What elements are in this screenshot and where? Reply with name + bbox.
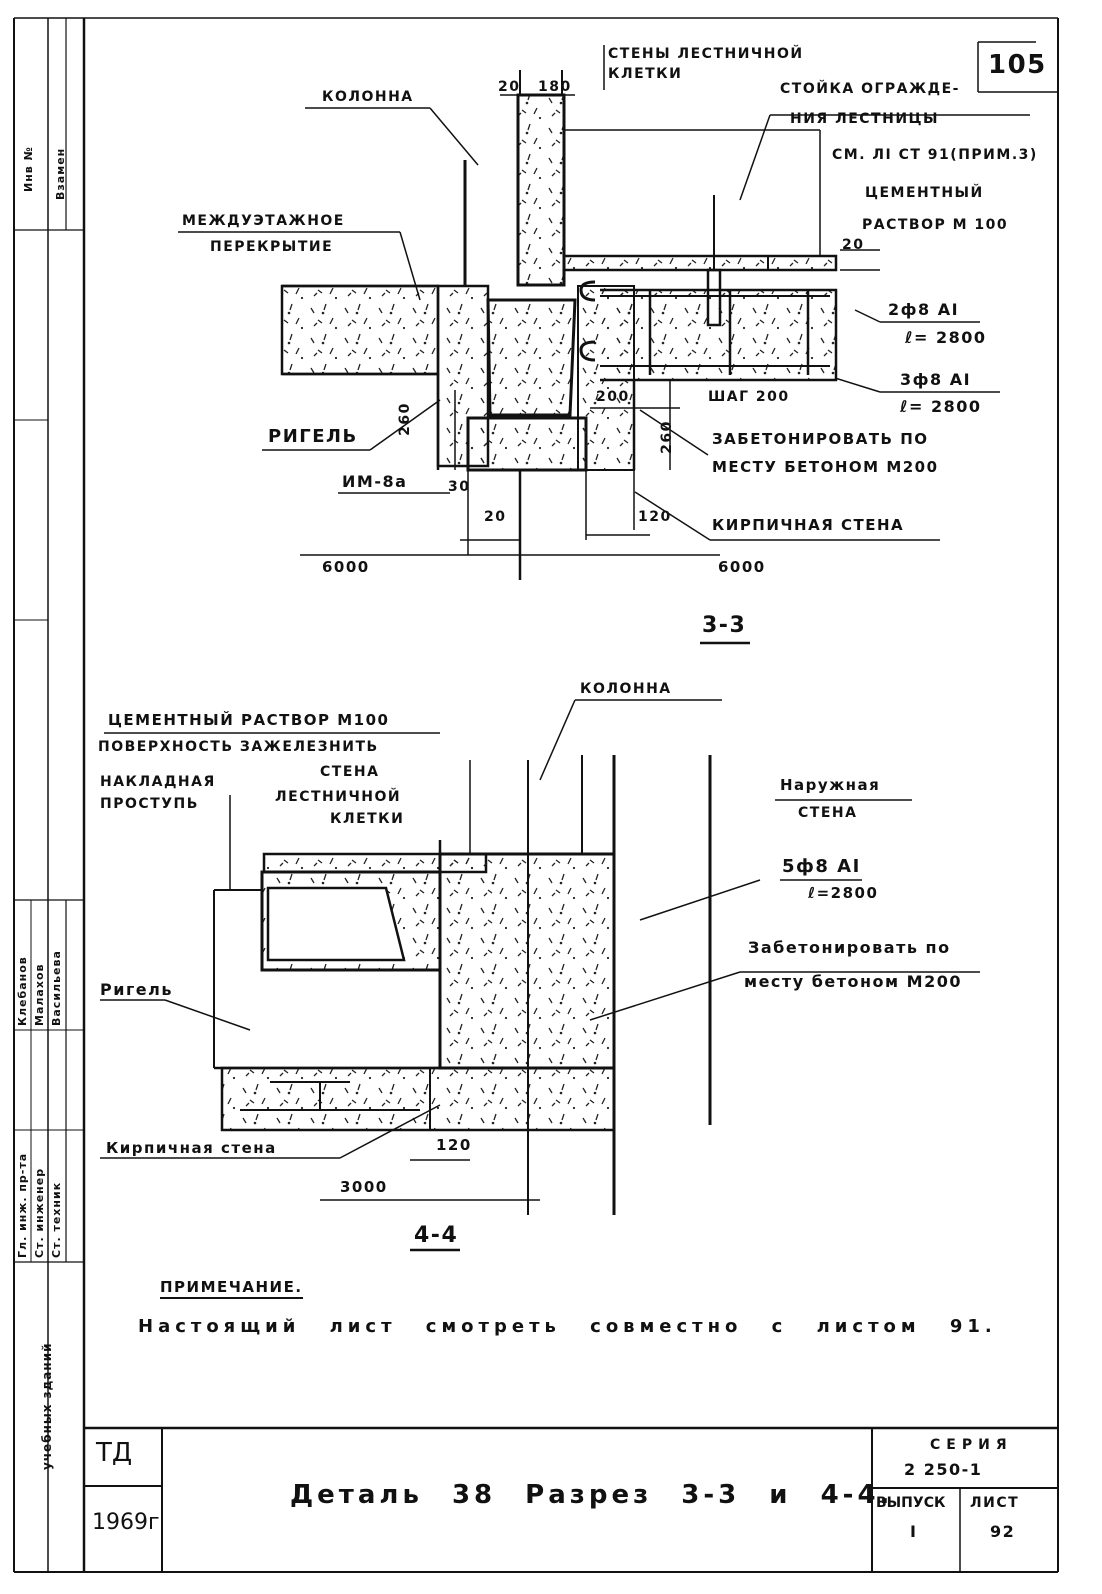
s44-rebar-a: 5ф8 АI [782, 856, 861, 877]
stamp-replacement: Взамен [54, 147, 67, 200]
stamp-name-1: Клебанов [16, 956, 29, 1026]
s33-beam-label: РИГЕЛЬ [268, 426, 358, 447]
s33-dim-180: 180 [538, 79, 572, 95]
s33-post-note-2: НИЯ ЛЕСТНИЦЫ [790, 111, 940, 127]
s44-column-label: КОЛОННА [580, 681, 672, 697]
s44-rebar-b: ℓ=2800 [808, 884, 879, 902]
s33-floor-1: МЕЖДУЭТАЖНОЕ [182, 213, 345, 229]
s33-dim-200: 200 [596, 389, 630, 405]
s33-concrete-1: ЗАБЕТОНИРОВАТЬ ПО [712, 430, 929, 448]
s33-axis-left: 6000 [322, 558, 370, 576]
note-text: Настоящий лист смотреть совместно с лист… [138, 1316, 997, 1337]
s33-cement-2: РАСТВОР М 100 [862, 217, 1009, 233]
section-3-3-drawing [178, 45, 1030, 645]
s33-concrete-2: МЕСТУ БЕТОНОМ М200 [712, 458, 939, 476]
s33-dim-20-bottom: 20 [484, 509, 507, 525]
s44-dim-120: 120 [436, 1136, 472, 1154]
s44-section-label: 4-4 [414, 1223, 459, 1248]
year-label: 1969г [92, 1510, 160, 1535]
s44-concrete-2: месту бетоном М200 [744, 972, 962, 991]
series-value: 2 250-1 [904, 1460, 983, 1479]
s33-dim-260-mid: 260 [658, 420, 675, 454]
stamp-inv-no: Инв № [22, 146, 35, 192]
sheet-frame [13, 17, 1059, 1573]
issue-value: I [910, 1522, 918, 1541]
sheet-title: Деталь 38 Разрез 3-3 и 4-4. [290, 1480, 894, 1510]
s33-column-label: КОЛОННА [322, 89, 414, 105]
s44-iron-label: ПОВЕРХНОСТЬ ЗАЖЕЛЕЗНИТЬ [98, 739, 379, 755]
stamp-role-1: Гл. инж. пр-та [16, 1152, 29, 1258]
sheet-value: 92 [990, 1522, 1016, 1541]
s33-step-label: ШАГ 200 [708, 389, 790, 405]
s33-post-note-3: СМ. ЛI СТ 91(ПРИМ.3) [832, 147, 1038, 163]
stamp-buildings: учебных зданий [40, 1342, 54, 1470]
stamp-role-3: Ст. техник [50, 1181, 63, 1258]
s33-rebar1-b: ℓ= 2800 [905, 328, 987, 347]
s44-axis: 3000 [340, 1178, 388, 1196]
stamp-name-3: Васильева [50, 950, 63, 1026]
s33-dim-260-left: 260 [396, 402, 413, 436]
stamp-name-2: Малахов [33, 963, 46, 1026]
stamp-role-2: Ст. инженер [33, 1167, 46, 1258]
title-block [84, 41, 1058, 1572]
s33-floor-2: ПЕРЕКРЫТИЕ [210, 239, 334, 255]
s44-cement-label: ЦЕМЕНТНЫЙ РАСТВОР М100 [108, 711, 390, 729]
s44-beam-label: Ригель [100, 980, 173, 999]
s44-brick-label: Кирпичная стена [106, 1139, 277, 1157]
s33-rebar2-b: ℓ= 2800 [900, 397, 982, 416]
s44-outer-2: СТЕНА [798, 805, 858, 821]
s44-outer-1: Наружная [780, 776, 881, 794]
s33-axis-right: 6000 [718, 558, 766, 576]
s33-dim-30: 30 [448, 479, 471, 495]
s44-stair-3: КЛЕТКИ [330, 811, 405, 827]
s33-brick-label: КИРПИЧНАЯ СТЕНА [712, 516, 905, 534]
sheet-label: ЛИСТ [970, 1495, 1020, 1511]
s33-dim-20-right: 20 [842, 237, 865, 253]
issue-label: ВЫПУСК [876, 1495, 946, 1511]
s33-stair-walls-label: СТЕНЫ ЛЕСТНИЧНОЙ КЛЕТКИ [608, 46, 804, 82]
section-4-4-drawing [100, 699, 980, 1252]
note-heading: ПРИМЕЧАНИЕ. [160, 1280, 303, 1299]
s33-post-note-1: СТОЙКА ОГРАЖДЕ- [780, 81, 960, 97]
s33-dim-20-top: 20 [498, 79, 521, 95]
s44-tread-2: ПРОСТУПЬ [100, 796, 199, 812]
td-mark: ТД [96, 1438, 133, 1468]
s33-rebar1-a: 2ф8 АI [888, 300, 960, 319]
series-label: СЕРИЯ [930, 1437, 1013, 1453]
s44-stair-2: ЛЕСТНИЧНОЙ [275, 789, 402, 805]
s33-dim-120: 120 [638, 509, 672, 525]
s33-beam-mark: ИМ-8а [342, 472, 408, 491]
s44-stair-1: СТЕНА [320, 764, 380, 780]
s33-section-label: 3-3 [702, 613, 747, 638]
s33-rebar2-a: 3ф8 АI [900, 370, 972, 389]
s33-cement-1: ЦЕМЕНТНЫЙ [865, 185, 984, 201]
s44-tread-1: НАКЛАДНАЯ [100, 774, 216, 790]
sheet-page-number: 105 [988, 50, 1047, 80]
s44-concrete-1: Забетонировать по [748, 938, 951, 957]
